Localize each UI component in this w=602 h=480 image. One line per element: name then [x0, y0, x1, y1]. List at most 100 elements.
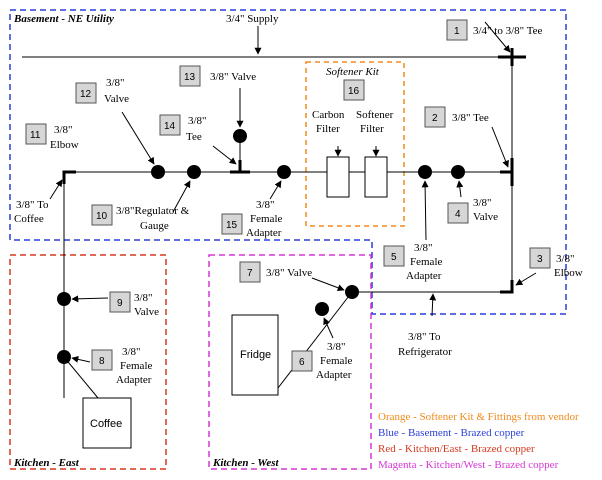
- part-badge-3: 3: [529, 247, 551, 269]
- part-15-label-3: Adapter: [246, 227, 282, 239]
- svg-text:8: 8: [99, 356, 105, 367]
- part-badge-15: 15: [221, 213, 243, 235]
- kitchen-east-region-border: [9, 254, 167, 470]
- softener-kit-region-label: Softener Kit: [326, 66, 380, 78]
- svg-text:16: 16: [348, 86, 360, 97]
- part-9-label-1: 3/8": [134, 292, 153, 304]
- svg-text:11: 11: [30, 130, 41, 141]
- valve-12-dot: [151, 165, 165, 179]
- part-15-label-1: 3/8": [256, 199, 275, 211]
- svg-text:1: 1: [454, 26, 460, 37]
- tee-fitting-2: [500, 158, 514, 186]
- part-badge-6: 6: [291, 350, 313, 372]
- svg-text:4: 4: [455, 209, 461, 220]
- coffee-box: [82, 397, 132, 449]
- svg-text:14: 14: [164, 121, 176, 132]
- adapter-15-dot: [277, 165, 291, 179]
- carbon-filter-label-2: Filter: [316, 123, 340, 135]
- elbow-fitting-3: [500, 280, 514, 294]
- kitchen-east-region-label: Kitchen - East: [13, 457, 80, 469]
- softener-kit-region-border: [305, 61, 405, 227]
- adapter-5-dot: [418, 165, 432, 179]
- svg-text:6: 6: [299, 357, 305, 368]
- part-9-label-2: Valve: [134, 306, 159, 318]
- part-4-label-2: Valve: [473, 211, 498, 223]
- part-12-arrow: [121, 111, 155, 165]
- legend-entry-blue: Blue - Basement - Brazed copper: [378, 427, 525, 439]
- kitchen-west-region-border: [208, 254, 372, 470]
- valve-13-dot: [233, 129, 247, 143]
- softener-filter: [364, 156, 388, 198]
- part-8-label-2: Female: [120, 360, 152, 372]
- valve-9-dot: [57, 292, 71, 306]
- part-10-arrow: [172, 180, 191, 213]
- part-badge-8: 8: [91, 349, 113, 371]
- part-badge-1: 1: [446, 19, 468, 41]
- part-badge-16: 16: [343, 79, 365, 101]
- part-5-label-2: Female: [410, 256, 442, 268]
- part-badge-13: 13: [179, 65, 201, 87]
- part-6-arrow: [323, 317, 334, 339]
- part-7-label: 3/8" Valve: [266, 267, 312, 279]
- part-badge-5: 5: [383, 245, 405, 267]
- part-8-arrow: [71, 355, 91, 363]
- coffee-outlet-label-1: 3/8" To: [16, 199, 49, 211]
- part-4-label-1: 3/8": [473, 197, 492, 209]
- part-6-label-1: 3/8": [327, 341, 346, 353]
- part-14-arrow: [212, 145, 237, 165]
- coffee-label: Coffee: [90, 418, 122, 430]
- legend-entry-orange: Orange - Softener Kit & Fittings from ve…: [378, 411, 579, 423]
- part-badge-12: 12: [75, 82, 97, 104]
- part-8-label-3: Adapter: [116, 374, 152, 386]
- part-15-label-2: Female: [250, 213, 282, 225]
- coffee-outlet-label-2: Coffee: [14, 213, 44, 225]
- tee-fitting-14: [230, 160, 250, 174]
- fridge-drop-pipe: [277, 291, 353, 389]
- part-6-label-3: Adapter: [316, 369, 352, 381]
- refrigerator-outlet-arrow: [429, 293, 437, 317]
- carbon-filter: [326, 156, 350, 198]
- part-badge-4: 4: [447, 202, 469, 224]
- legend-entry-magenta: Magenta - Kitchen/West - Brazed copper: [378, 459, 559, 471]
- svg-text:7: 7: [247, 268, 253, 279]
- part-badge-10: 10: [91, 204, 113, 226]
- softener-filter-label-1: Softener: [356, 109, 394, 121]
- part-15-arrow: [269, 180, 282, 200]
- valve-4-dot: [451, 165, 465, 179]
- part-badge-11: 11: [25, 123, 47, 145]
- legend: Orange - Softener Kit & Fittings from ve…: [378, 411, 579, 471]
- kitchen-west-region-label: Kitchen - West: [212, 457, 280, 469]
- part-8-label-1: 3/8": [122, 346, 141, 358]
- part-7-arrow: [311, 277, 345, 292]
- part-6-label-2: Female: [320, 355, 352, 367]
- adapter-8-dot: [57, 350, 71, 364]
- part-14-label-2: Tee: [186, 131, 202, 143]
- part-3-label-2: Elbow: [554, 267, 583, 279]
- part-badge-9: 9: [109, 291, 131, 313]
- svg-text:13: 13: [184, 72, 196, 83]
- part-11-label-2: Elbow: [50, 139, 79, 151]
- part-5-label-3: Adapter: [406, 270, 442, 282]
- part-1-label: 3/4" to 3/8" Tee: [473, 25, 543, 37]
- part-5-arrow: [421, 180, 429, 241]
- refrigerator-outlet-label-2: Refrigerator: [398, 346, 452, 358]
- part-badge-14: 14: [159, 114, 181, 136]
- refrigerator-outlet-label-1: 3/8" To: [408, 331, 441, 343]
- valve-7-dot: [345, 285, 359, 299]
- part-9-arrow: [71, 295, 109, 303]
- coffee-feed-pipe: [63, 356, 99, 399]
- part-1-arrow: [484, 21, 511, 53]
- part-4-arrow: [456, 180, 464, 198]
- coffee-outlet-arrow: [49, 179, 63, 200]
- elbow-fitting-11: [62, 170, 76, 184]
- svg-text:3: 3: [537, 254, 543, 265]
- carbon-filter-label-1: Carbon: [312, 109, 345, 121]
- part-13-label: 3/8" Valve: [210, 71, 256, 83]
- svg-text:9: 9: [117, 298, 123, 309]
- part-10-label-2: Gauge: [140, 220, 169, 232]
- fridge-label: Fridge: [240, 349, 271, 361]
- regulator-10-dot: [187, 165, 201, 179]
- basement-region-label: Basement - NE Utility: [13, 13, 114, 25]
- part-11-label-1: 3/8": [54, 124, 73, 136]
